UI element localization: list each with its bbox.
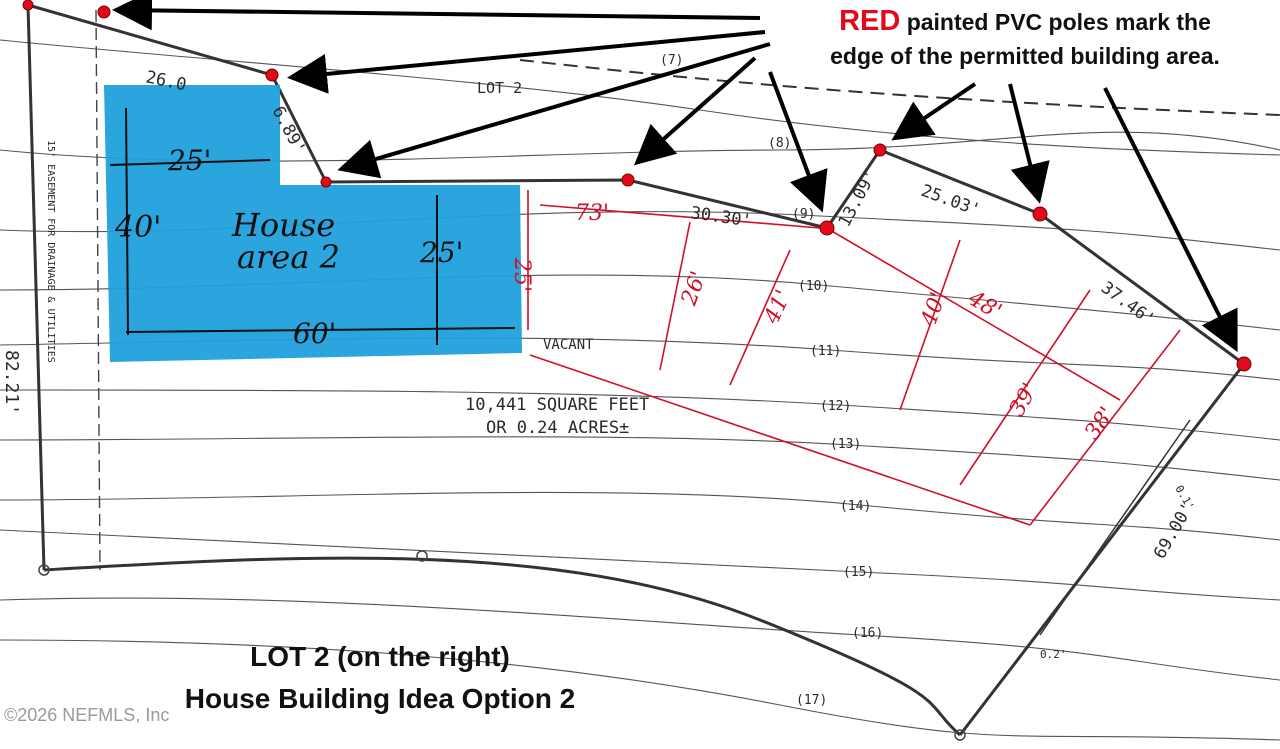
area-label-line1: 10,441 SQUARE FEET (465, 395, 649, 415)
pole-marker (265, 68, 279, 82)
house-label-line2: area 2 (237, 238, 340, 276)
pointer-arrows (112, 0, 1238, 353)
contour-7: (7) (660, 53, 683, 68)
callout-red-word: RED (839, 5, 901, 37)
red-dim-40: 40' (916, 289, 951, 330)
dim-13-09: 13.09' (835, 167, 881, 231)
house-area-2: 25' 40' House area 2 25' 60' (104, 85, 522, 362)
house-dim-right: 25' (419, 236, 463, 269)
house-dim-top: 25' (167, 144, 211, 177)
contour-8: (8) (768, 136, 791, 151)
pole-marker (873, 143, 887, 157)
contour-11: (11) (810, 344, 841, 359)
callout-line2: edge of the permitted building area. (830, 43, 1220, 69)
house-label-line1: House (231, 206, 335, 244)
contour-12: (12) (820, 399, 851, 414)
red-dim-48: 48' (963, 286, 1006, 325)
dim-37-46: 37.46' (1097, 278, 1158, 330)
callout-line1-rest: painted PVC poles mark the (906, 9, 1211, 35)
red-dimension-lines (527, 190, 1181, 526)
caption-line2: House Building Idea Option 2 (184, 683, 576, 714)
contour-17: (17) (796, 693, 827, 708)
contour-9: (9) (792, 207, 815, 222)
red-dim-25: 25' (509, 257, 534, 292)
pole-marker (22, 0, 34, 11)
dim-82-21: 82.21' (1, 350, 22, 415)
survey-monuments (38, 550, 966, 741)
callout-text: RED painted PVC poles mark the edge of t… (775, 4, 1275, 73)
caption-line1: LOT 2 (on the right) (250, 641, 510, 672)
contour-15: (15) (843, 565, 874, 580)
house-dim-left: 40' (114, 210, 161, 245)
pole-marker (97, 5, 111, 19)
contour-10: (10) (798, 279, 829, 294)
pole-marker (621, 173, 635, 187)
red-dim-38: 38' (1080, 403, 1120, 445)
red-dim-41: 41' (759, 286, 796, 328)
pvc-poles (22, 0, 1252, 372)
easement-line (95, 9, 101, 571)
house-footprint (104, 85, 522, 362)
lot-line-dashed (519, 59, 1280, 116)
red-dim-39: 39' (1005, 379, 1044, 421)
contour-16: (16) (852, 626, 883, 641)
red-dim-26: 26' (676, 268, 711, 309)
dim-0-2: 0.2' (1040, 648, 1067, 661)
pole-marker (320, 176, 332, 188)
pole-marker (1236, 356, 1252, 372)
house-dim-bottom: 60' (293, 317, 336, 350)
caption: LOT 2 (on the right) House Building Idea… (130, 636, 630, 720)
contour-14: (14) (840, 499, 871, 514)
copyright-watermark: ©2026 NEFMLS, Inc (4, 705, 170, 725)
red-dim-73: 73' (575, 201, 609, 226)
lot-label: LOT 2 (477, 79, 522, 97)
easement-label: 15' EASEMENT FOR DRAINAGE & UTILITIES (45, 140, 56, 363)
pole-marker (1032, 206, 1048, 222)
pole-marker (819, 220, 835, 236)
vacant-label: VACANT (543, 337, 594, 353)
contour-13: (13) (830, 437, 861, 452)
area-label-line2: OR 0.24 ACRES± (486, 418, 629, 438)
